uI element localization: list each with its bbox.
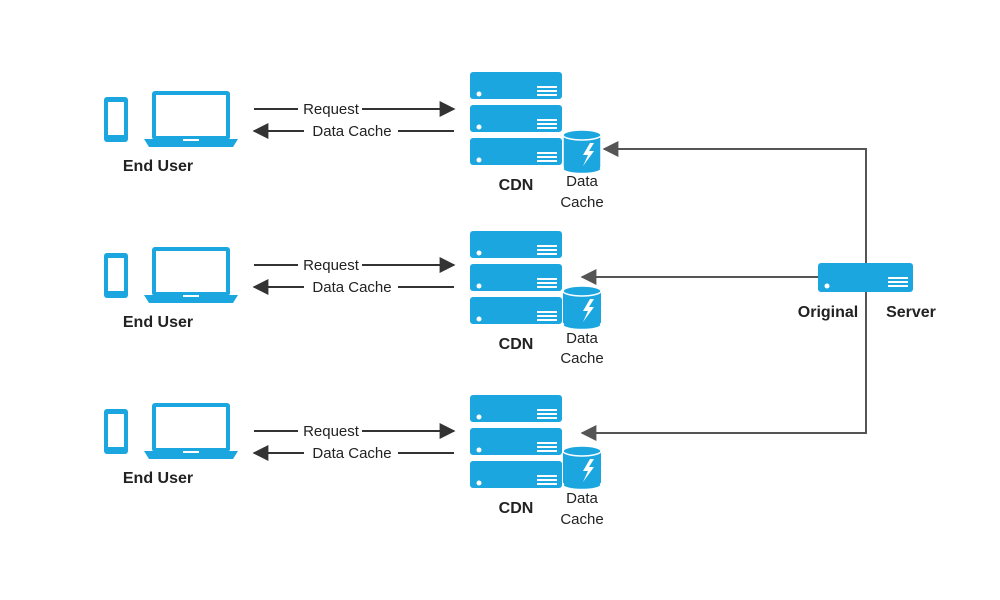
cache-label-line2: Cache <box>560 350 603 367</box>
origin-label-original: Original <box>798 304 858 321</box>
cache-label-line2: Cache <box>560 511 603 528</box>
server-rack-icon <box>470 231 562 324</box>
end-user-label: End User <box>123 314 193 331</box>
origin-label-server: Server <box>886 304 936 321</box>
row-3: End User Request Data Cache <box>104 395 604 528</box>
row-2: End User Request Data Cache <box>104 231 604 367</box>
end-user-label: End User <box>123 470 193 487</box>
smartphone-icon <box>104 97 128 142</box>
data-cache-arrow-label: Data Cache <box>312 445 391 462</box>
cache-label-line1: Data <box>566 173 598 190</box>
request-label: Request <box>303 101 360 118</box>
origin-connectors <box>580 141 867 441</box>
laptop-icon <box>144 247 238 303</box>
data-cache-arrow-label: Data Cache <box>312 279 391 296</box>
cache-database-icon <box>562 129 602 175</box>
origin-to-cdn-1-arrow <box>602 141 867 263</box>
smartphone-icon <box>104 253 128 298</box>
cache-label-line1: Data <box>566 330 598 347</box>
cdn-label: CDN <box>499 500 534 517</box>
cache-label-line1: Data <box>566 490 598 507</box>
data-cache-arrow-label: Data Cache <box>312 123 391 140</box>
cdn-label: CDN <box>499 177 534 194</box>
cache-label-line2: Cache <box>560 194 603 211</box>
cdn-label: CDN <box>499 336 534 353</box>
cache-database-icon <box>562 285 602 331</box>
server-rack-icon <box>470 395 562 488</box>
laptop-icon <box>144 91 238 147</box>
server-rack-icon <box>470 72 562 165</box>
laptop-icon <box>144 403 238 459</box>
request-label: Request <box>303 257 360 274</box>
smartphone-icon <box>104 409 128 454</box>
request-label: Request <box>303 423 360 440</box>
origin-to-cdn-3-arrow <box>580 291 867 441</box>
origin-server-icon <box>818 263 913 292</box>
end-user-label: End User <box>123 158 193 175</box>
cache-database-icon <box>562 445 602 491</box>
row-1: End User Request Data Cache <box>104 72 604 211</box>
